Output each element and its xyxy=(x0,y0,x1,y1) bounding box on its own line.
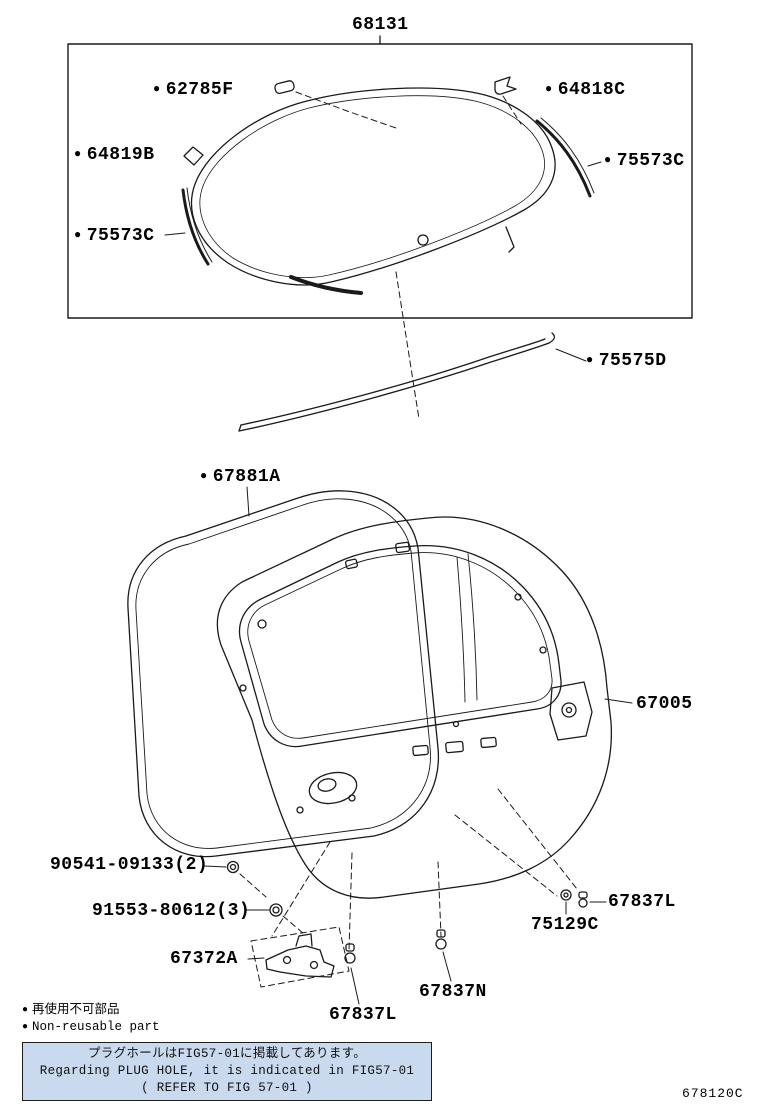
part-number: 62785F xyxy=(165,80,234,100)
part-label-67837L-right[interactable]: 67837L xyxy=(608,892,676,912)
non-reusable-bullet-icon: ● xyxy=(586,353,594,367)
part-number: 67837N xyxy=(419,982,487,1002)
legend-non-reusable-jp: ●再使用不可部品 xyxy=(22,1003,120,1018)
note-line-refer: ( REFER TO FIG 57-01 ) xyxy=(141,1081,313,1095)
part-number: 75573C xyxy=(616,151,685,171)
cushion-67837N-shape xyxy=(435,929,452,982)
part-number: 91553-80612(3) xyxy=(92,901,251,921)
grommet-91553-shape xyxy=(245,903,283,917)
part-number: 75573C xyxy=(86,226,155,246)
non-reusable-bullet-icon: ● xyxy=(74,228,82,242)
back-door-panel-shape xyxy=(216,516,633,899)
part-label-67837L-bottom[interactable]: 67837L xyxy=(329,1005,397,1025)
part-label-67005[interactable]: 67005 xyxy=(636,694,693,714)
molding-75575D-shape xyxy=(238,332,587,432)
part-number: 75575D xyxy=(598,351,667,371)
non-reusable-bullet-icon: ● xyxy=(74,147,82,161)
note-box: プラグホールはFIG57-01に掲載してあります。 Regarding PLUG… xyxy=(22,1042,432,1101)
weatherstrip-67881A-shape xyxy=(127,486,440,858)
molding-75573C-left-shape xyxy=(164,187,213,266)
clip-64818C-shape xyxy=(494,76,522,125)
non-reusable-bullet-icon: ● xyxy=(22,1022,29,1033)
part-label-90541-09133[interactable]: 90541-09133(2) xyxy=(50,855,208,875)
part-label-67372A[interactable]: 67372A xyxy=(170,949,238,969)
part-label-75129C[interactable]: 75129C xyxy=(531,915,599,935)
part-number: 67881A xyxy=(212,467,281,487)
part-number: 90541-09133(2) xyxy=(50,855,209,875)
stopper-67837L-bottom-shape xyxy=(344,943,360,1005)
clip-62785F-shape xyxy=(274,80,397,129)
part-label-67837N[interactable]: 67837N xyxy=(419,982,487,1002)
part-number: 67372A xyxy=(170,949,238,969)
part-number: 67005 xyxy=(636,694,693,714)
stopper-cover-right-shapes xyxy=(560,889,607,915)
part-label-91553-80612[interactable]: 91553-80612(3) xyxy=(92,901,250,921)
part-label-75573C-right[interactable]: ● 75573C xyxy=(604,150,685,171)
legend-text-en: Non-reusable part xyxy=(32,1020,160,1034)
legend-text-jp: 再使用不可部品 xyxy=(32,1003,120,1017)
note-line-jp: プラグホールはFIG57-01に掲載してあります。 xyxy=(87,1047,366,1061)
leader-glass-to-molding xyxy=(395,271,420,420)
non-reusable-bullet-icon: ● xyxy=(545,82,553,96)
part-number: 64819B xyxy=(86,145,155,165)
part-label-75575D[interactable]: ● 75575D xyxy=(586,350,667,371)
part-label-64818C[interactable]: ● 64818C xyxy=(545,79,626,100)
part-number: 67837L xyxy=(608,892,676,912)
hinge-67372A-shape xyxy=(247,926,350,988)
panel-leader-dashes xyxy=(239,788,578,951)
non-reusable-bullet-icon: ● xyxy=(200,469,208,483)
non-reusable-bullet-icon: ● xyxy=(604,153,612,167)
clip-64819B-shape xyxy=(183,146,204,166)
part-number: 64818C xyxy=(557,80,626,100)
non-reusable-bullet-icon: ● xyxy=(153,82,161,96)
part-label-68131[interactable]: 68131 xyxy=(352,15,409,35)
part-label-62785F[interactable]: ● 62785F xyxy=(153,79,234,100)
molding-75573C-right-shape xyxy=(535,117,602,198)
part-number: 68131 xyxy=(352,15,409,35)
glass-box-frame xyxy=(67,35,693,319)
part-label-64819B[interactable]: ● 64819B xyxy=(74,144,155,165)
part-label-75573C-left[interactable]: ● 75573C xyxy=(74,225,155,246)
figure-code: 678120C xyxy=(682,1086,744,1101)
part-label-67881A[interactable]: ● 67881A xyxy=(200,466,281,487)
back-window-glass-shape xyxy=(190,87,556,295)
note-line-en: Regarding PLUG HOLE, it is indicated in … xyxy=(39,1064,415,1078)
part-number: 75129C xyxy=(531,915,599,935)
non-reusable-bullet-icon: ● xyxy=(22,1005,29,1016)
bolt-90541-shape xyxy=(204,860,240,874)
part-number: 67837L xyxy=(329,1005,397,1025)
legend-non-reusable-en: ●Non-reusable part xyxy=(22,1020,160,1035)
